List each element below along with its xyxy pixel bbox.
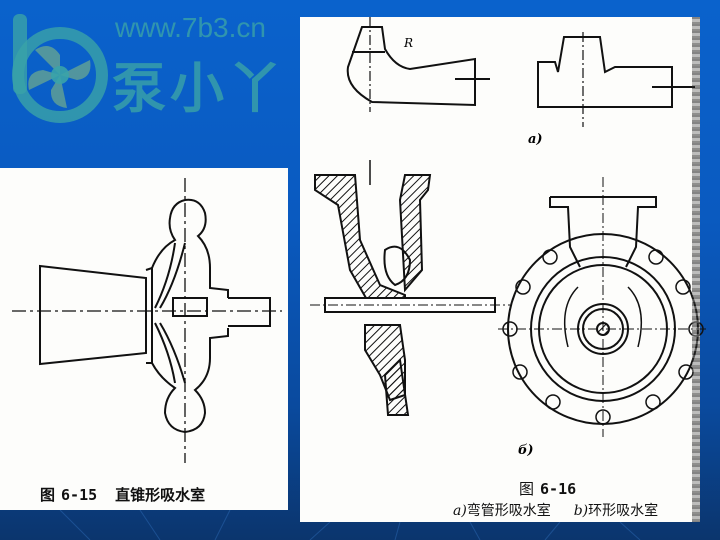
- caption-b-text: 环形吸水室: [588, 503, 659, 519]
- bent-pipe-suction-sketch-a: R: [346, 17, 695, 127]
- subfigure-b-marker: б): [518, 443, 534, 458]
- watermark: www.7b3.cn 泵小丫: [0, 0, 310, 130]
- figure-number: 6-15: [61, 486, 98, 504]
- ring-suction-section-view: [310, 160, 510, 416]
- watermark-url: www.7b3.cn: [115, 12, 266, 43]
- conical-suction-chamber-drawing: [12, 178, 282, 463]
- figure-label: 图: [519, 480, 535, 498]
- figure-6-15-panel: [0, 168, 288, 510]
- figure-6-16-caption: 图 6-16: [519, 478, 576, 499]
- figure-label: 图: [40, 486, 56, 504]
- figure-number: 6-16: [540, 480, 577, 498]
- figure-6-16-subcaptions: a)弯管形吸水室 b)环形吸水室: [453, 500, 658, 520]
- scan-edge-noise: [692, 17, 700, 522]
- ring-suction-front-view: [498, 177, 708, 437]
- caption-a-marker: a): [453, 503, 467, 519]
- watermark-brand: 泵小丫: [112, 57, 286, 120]
- radius-label: R: [403, 36, 413, 50]
- subfigure-a-marker: a): [528, 132, 543, 147]
- pump-impeller-logo-icon: [12, 14, 108, 123]
- caption-b-marker: b): [573, 503, 589, 519]
- caption-a-text: 弯管形吸水室: [466, 503, 551, 519]
- figure-6-16-panel: R: [300, 17, 708, 522]
- figure-title: 直锥形吸水室: [115, 486, 206, 504]
- figure-6-15-caption: 图 6-15 直锥形吸水室: [40, 484, 205, 505]
